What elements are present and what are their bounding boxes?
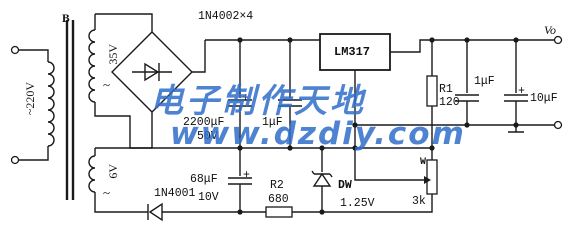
pot-name: W bbox=[420, 157, 427, 168]
d-rect-label: 1N4001 bbox=[154, 187, 196, 200]
zener-value: 1.25V bbox=[340, 197, 375, 210]
input-terminal-bottom bbox=[10, 155, 20, 165]
watermark-chinese: 电子制作天地 bbox=[150, 81, 366, 120]
capacitor-mid bbox=[278, 99, 302, 148]
secondary-low-winding bbox=[88, 147, 148, 213]
pot-value: 3k bbox=[412, 195, 426, 208]
capacitor-main bbox=[228, 99, 252, 148]
zener-name: DW bbox=[338, 179, 352, 192]
secondary-high-label: 35V bbox=[106, 44, 120, 65]
main-rail bbox=[205, 37, 320, 98]
regulator-label: LM317 bbox=[334, 45, 371, 59]
diode-rectifier-low bbox=[147, 202, 243, 222]
c-main-value: 2200μF bbox=[183, 116, 225, 129]
output-capacitors bbox=[432, 37, 555, 133]
c-out-b-value: 10μF bbox=[530, 92, 558, 105]
secondary-low-tilde: ~ bbox=[103, 185, 111, 200]
r2-name: R2 bbox=[270, 179, 284, 192]
bridge-label: 1N4002×4 bbox=[198, 10, 254, 23]
output-terminal-negative bbox=[553, 120, 563, 130]
c-main-voltage: 50V bbox=[197, 130, 218, 143]
c-main-polarity: + bbox=[242, 92, 249, 105]
potentiometer-w bbox=[322, 148, 438, 213]
regulator-box bbox=[319, 33, 391, 71]
r1-name: R1 bbox=[439, 83, 453, 96]
primary-voltage-label: ~220V bbox=[23, 82, 37, 116]
capacitor-low bbox=[228, 148, 252, 212]
r1-value: 120 bbox=[439, 96, 460, 109]
r2-value: 680 bbox=[268, 193, 289, 206]
c-out-a-value: 1μF bbox=[474, 75, 495, 88]
secondary-low-label: 6V bbox=[106, 164, 120, 179]
transformer-core bbox=[65, 20, 75, 200]
c-low-voltage: 10V bbox=[198, 191, 219, 204]
output-terminal-positive bbox=[553, 35, 563, 45]
input-terminal-top bbox=[10, 45, 20, 55]
c-mid-value: 1μF bbox=[262, 116, 283, 129]
c-low-polarity: + bbox=[243, 169, 250, 182]
transformer-label: B bbox=[62, 13, 70, 25]
primary-coil bbox=[47, 61, 55, 147]
c-low-value: 68μF bbox=[190, 173, 218, 186]
c-out-b-polarity: + bbox=[518, 85, 525, 98]
watermark-url: www.dzdiy.com bbox=[170, 116, 466, 152]
output-label: Vo bbox=[544, 23, 556, 37]
secondary-high-tilde: ~ bbox=[103, 77, 111, 92]
primary-input bbox=[10, 45, 55, 165]
zener-diode bbox=[311, 148, 333, 212]
resistor-r2 bbox=[240, 206, 325, 218]
